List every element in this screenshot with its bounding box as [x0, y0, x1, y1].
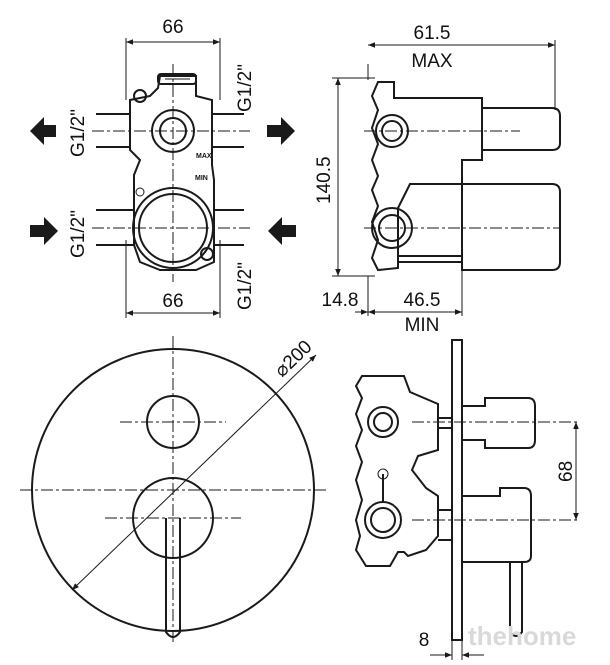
max-depth-label: 61.5	[414, 23, 451, 44]
side-view: 61.5 MAX 140.5 14.8 46.5 MIN	[314, 23, 561, 336]
front-view: 66 66 MAX MIN G1/2" G1/2" G	[30, 17, 296, 318]
bottom-width-label: 66	[162, 291, 183, 312]
thread-label-top-left: G1/2"	[68, 109, 89, 157]
min-depth-label: 46.5	[404, 290, 441, 311]
installed-side-view: 68 8	[354, 339, 580, 660]
min-label: MIN	[405, 315, 440, 336]
thread-label-bottom-right: G1/2"	[235, 262, 256, 310]
handle-spacing-label: 68	[556, 461, 577, 482]
outlet-arrow-left-icon	[30, 117, 56, 145]
faceplate-view: ⌀200	[20, 336, 326, 642]
inlet-arrow-left-icon	[30, 217, 58, 245]
plate-thickness-label: 8	[419, 630, 430, 651]
inlet-arrow-right-icon	[268, 217, 296, 245]
top-width-label: 66	[162, 17, 183, 38]
max-mark: MAX	[196, 153, 212, 160]
lever-handle-side	[509, 562, 523, 637]
cover-plate-edge	[451, 339, 463, 641]
offset-label: 14.8	[322, 290, 359, 311]
plate-diameter-label: ⌀200	[271, 337, 317, 382]
height-label: 140.5	[314, 156, 335, 204]
min-mark: MIN	[195, 175, 208, 182]
watermark: thehome	[468, 621, 576, 651]
outlet-arrow-right-icon	[267, 117, 295, 145]
max-label: MAX	[411, 51, 453, 72]
thread-label-bottom-left: G1/2"	[68, 210, 89, 258]
thread-label-top-right: G1/2"	[235, 64, 256, 112]
upper-spindle	[482, 107, 561, 151]
